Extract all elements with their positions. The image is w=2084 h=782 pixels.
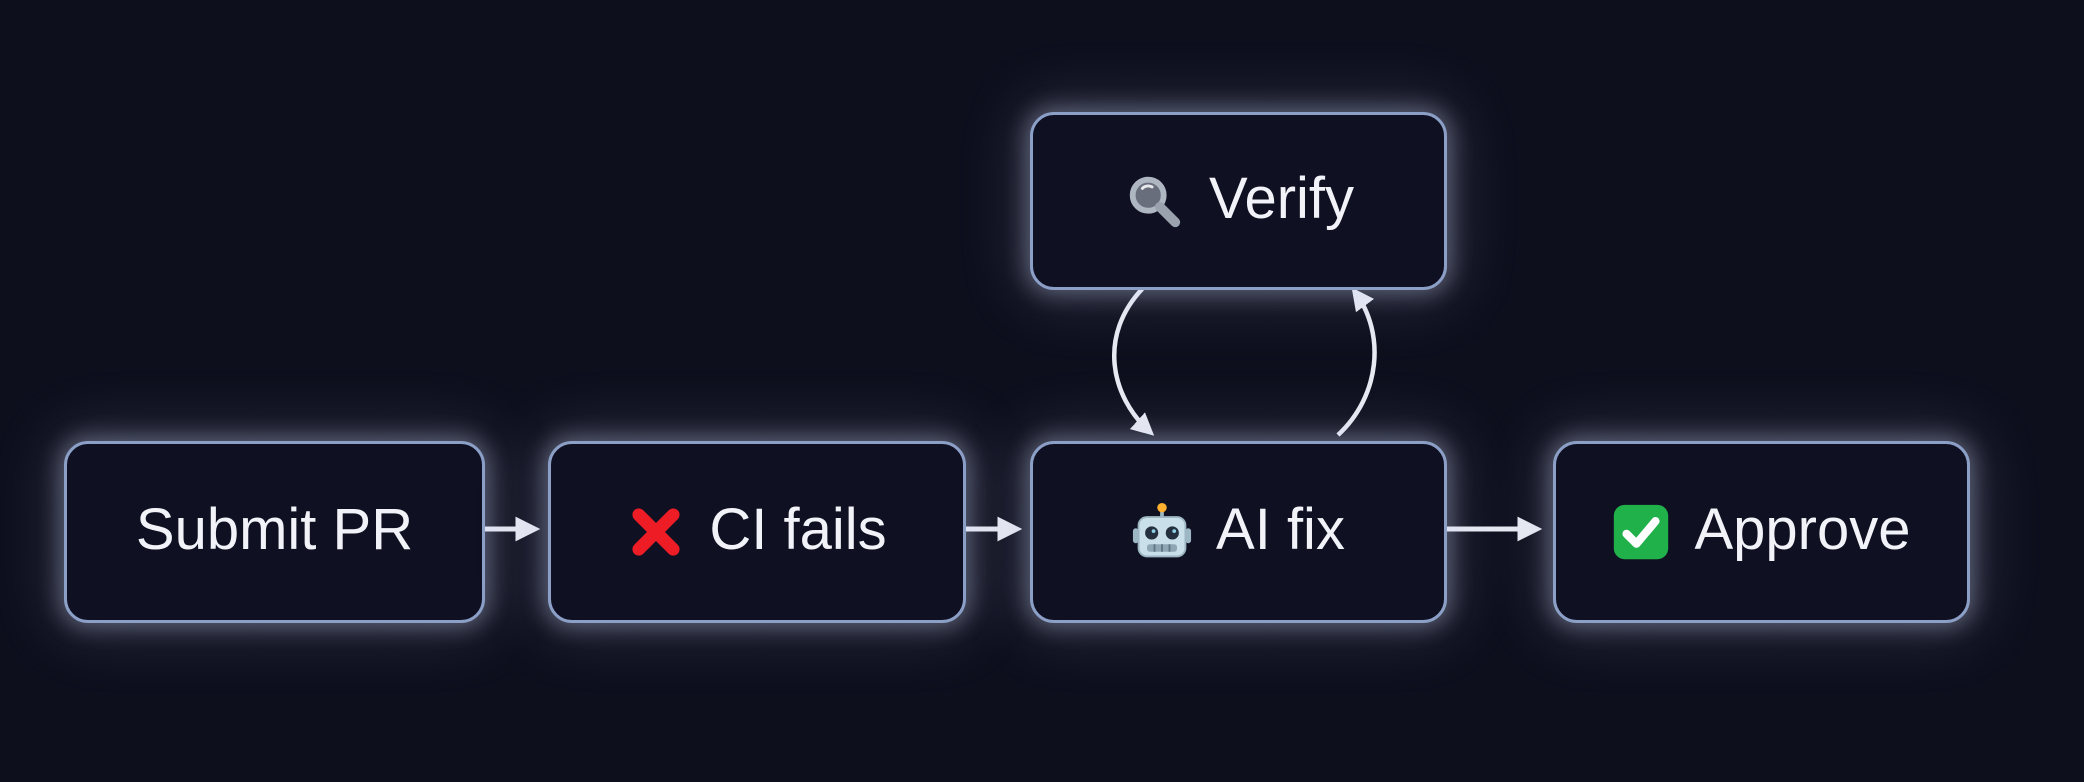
- robot-icon: [1132, 502, 1192, 562]
- cross-mark-icon: [627, 503, 685, 561]
- node-label: Approve: [1694, 497, 1911, 562]
- check-mark-icon: [1612, 503, 1670, 561]
- node-submit-pr: Submit PR: [64, 441, 485, 623]
- node-label: Verify: [1208, 166, 1355, 231]
- node-label: AI fix: [1216, 497, 1345, 562]
- node-ci-fails: CI fails: [548, 441, 966, 623]
- node-label: Submit PR: [135, 497, 414, 562]
- arrow-ai-fix-to-verify: [1336, 287, 1377, 437]
- node-verify: Verify: [1030, 112, 1447, 290]
- magnifying-glass-icon: [1123, 170, 1185, 232]
- node-label: CI fails: [709, 497, 887, 562]
- arrow-verify-to-ai-fix: [1112, 286, 1155, 436]
- node-approve: Approve: [1553, 441, 1970, 623]
- node-ai-fix: AI fix: [1030, 441, 1447, 623]
